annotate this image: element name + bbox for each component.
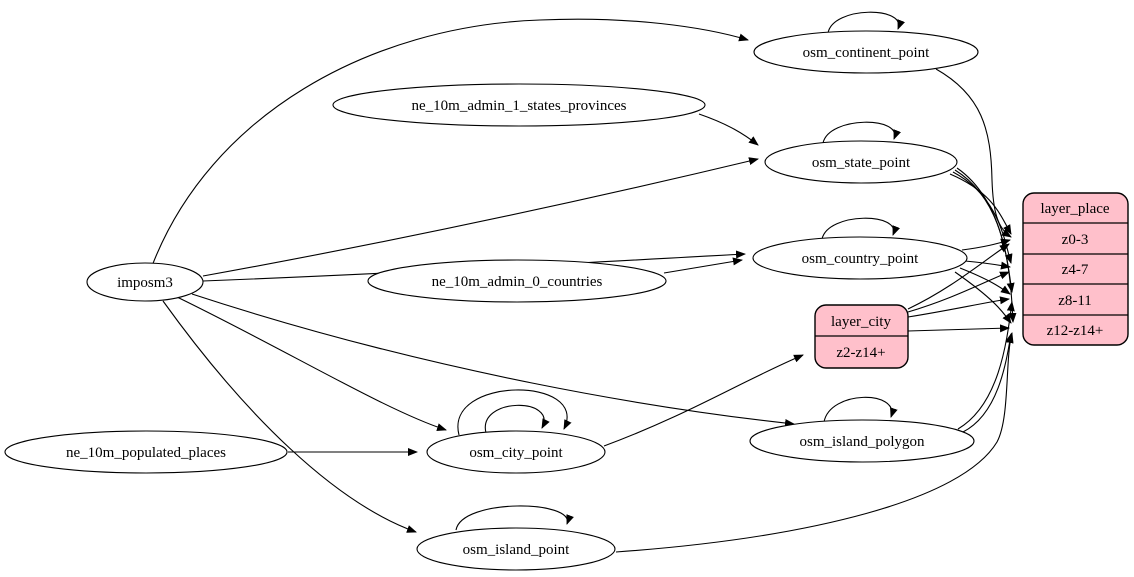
edge-osm-state-point-z4-7 <box>952 171 1013 264</box>
ne-places-label: ne_10m_populated_places <box>66 445 226 461</box>
ne-states-label: ne_10m_admin_1_states_provinces <box>412 98 627 114</box>
ne-countries-label: ne_10m_admin_0_countries <box>432 274 603 290</box>
edge-layer-city-z0-3 <box>907 243 1010 310</box>
ne-places-ellipse <box>4 430 288 474</box>
edge-ne-states-osm-state-point <box>698 113 759 146</box>
edge-osm-island-polygon-z8-11 <box>957 301 1015 430</box>
node-ne-10m-admin-0-countries: ne_10m_admin_0_countries <box>367 259 667 303</box>
osm-island-polygon-ellipse <box>749 419 975 463</box>
node-osm-country-point: osm_country_point <box>752 236 968 280</box>
node-osm-island-point: osm_island_point <box>416 527 616 571</box>
edge-osm-country-point-z4-7 <box>964 260 1011 270</box>
edge-layer-city-z8-11 <box>907 296 1010 318</box>
selfloop-osm-island-point <box>455 505 574 531</box>
selfloop-osm-island-polygon <box>823 396 898 423</box>
layer-place-row-z8-11: z8-11 <box>1058 293 1092 309</box>
edge-imposm3-osm-city-point <box>176 296 447 431</box>
osm-continent-point-label: osm_continent_point <box>803 45 930 61</box>
edge-osm-state-point-z0-3 <box>949 173 1012 235</box>
selfloop-osm-continent-point <box>827 11 905 34</box>
layer-place-row-z4-7: z4-7 <box>1062 262 1089 278</box>
edge-osm-state-point-z12-z14 <box>956 167 1017 323</box>
edge-osm-island-point-z12-z14 <box>615 332 1014 553</box>
edge-osm-country-point-z0-3 <box>961 238 1011 251</box>
osm-city-point-ellipse <box>426 430 606 474</box>
osm-island-polygon-label: osm_island_polygon <box>799 434 925 450</box>
node-osm-continent-point: osm_continent_point <box>753 30 979 74</box>
node-osm-state-point: osm_state_point <box>764 140 958 184</box>
node-imposm3: imposm3 <box>86 262 204 302</box>
layer-place-title: layer_place <box>1040 201 1109 217</box>
selfloop-osm-city-point-inner <box>484 404 550 434</box>
osm-country-point-label: osm_country_point <box>802 251 919 267</box>
layer-city-row-z2-z14: z2-z14+ <box>836 345 885 361</box>
osm-city-point-label: osm_city_point <box>469 445 563 461</box>
selfloop-osm-city-point-outer <box>457 389 572 436</box>
edge-osm-state-point-z8-11 <box>954 169 1015 293</box>
osm-island-point-label: osm_island_point <box>463 542 571 558</box>
selfloop-osm-state-point <box>822 121 901 144</box>
edge-ne-countries-osm-country-point <box>663 257 743 274</box>
layer-place-row-z12-z14: z12-z14+ <box>1047 323 1104 339</box>
layer-place-row-z0-3: z0-3 <box>1062 232 1089 248</box>
node-osm-island-polygon: osm_island_polygon <box>749 419 975 463</box>
osm-country-point-ellipse <box>752 236 968 280</box>
edge-imposm3-osm-island-polygon <box>191 293 795 428</box>
edge-layer-city-z4-7 <box>907 271 1010 313</box>
layer-city-title: layer_city <box>831 314 891 330</box>
selfloop-osm-country-point <box>821 217 900 240</box>
edge-imposm3-osm-state-point <box>202 157 759 277</box>
edge-osm-country-point-z8-11 <box>959 267 1011 295</box>
node-ne-10m-populated-places: ne_10m_populated_places <box>4 430 288 474</box>
osm-state-point-ellipse <box>764 140 958 184</box>
edge-osm-island-polygon-z12-z14 <box>962 333 1014 433</box>
ne-states-ellipse <box>332 83 706 127</box>
node-layer-place: layer_place z0-3 z4-7 z8-11 z12-z14+ <box>1022 192 1129 346</box>
edge-layer <box>151 11 1017 553</box>
edge-osm-country-point-z12-z14 <box>954 271 1012 324</box>
imposm3-ellipse <box>86 262 204 302</box>
imposm3-label: imposm3 <box>117 275 173 291</box>
ne-countries-ellipse <box>367 259 667 303</box>
edge-imposm3-osm-continent-point <box>151 18 749 267</box>
edge-osm-city-point-layer-city <box>603 354 804 447</box>
node-osm-city-point: osm_city_point <box>426 430 606 474</box>
edge-layer-city-z12-z14 <box>907 324 1010 333</box>
edge-imposm3-osm-island-point <box>162 300 417 533</box>
node-layer-city: layer_city z2-z14+ <box>814 304 909 369</box>
osm-continent-point-ellipse <box>753 30 979 74</box>
node-ne-10m-admin-1-states-provinces: ne_10m_admin_1_states_provinces <box>332 83 706 127</box>
osm-island-point-ellipse <box>416 527 616 571</box>
layer-place-box <box>1022 192 1129 346</box>
osm-state-point-label: osm_state_point <box>812 155 911 171</box>
